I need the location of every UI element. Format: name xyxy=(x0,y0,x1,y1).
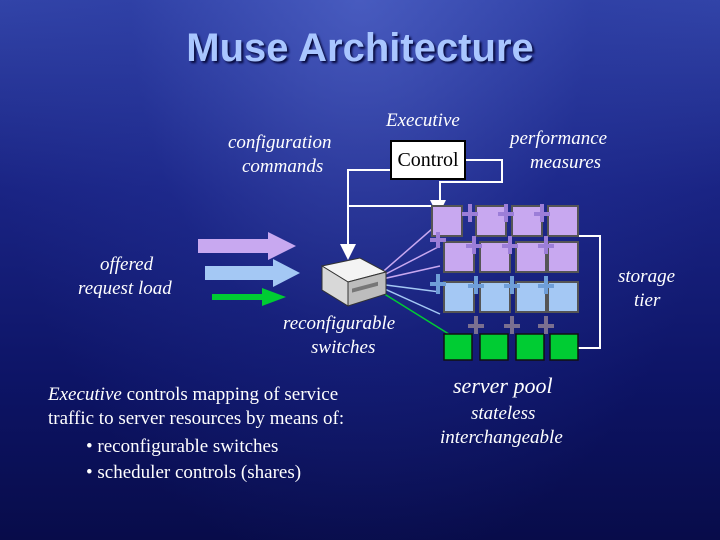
description-line1-rest: controls mapping of service xyxy=(121,384,339,405)
server-row-1 xyxy=(431,205,579,237)
executive-label: Executive xyxy=(386,110,460,131)
performance-line xyxy=(439,159,503,216)
description-bullet-2: • scheduler controls (shares) xyxy=(86,462,302,483)
switch-fanout-lines xyxy=(377,221,453,337)
slide-title: Muse Architecture xyxy=(186,26,534,70)
control-to-grid-line xyxy=(348,200,446,216)
blue-arrow xyxy=(205,259,300,287)
reconfigurable-switches-line2: switches xyxy=(311,337,376,358)
server-pool-line2: interchangeable xyxy=(440,427,563,448)
server-row-2 xyxy=(443,241,579,273)
offered-request-load-line2: request load xyxy=(78,278,172,299)
description-bullet-1: • reconfigurable switches xyxy=(86,436,279,457)
control-label: Control xyxy=(397,148,459,171)
description-executive-word: Executive xyxy=(48,384,122,405)
config-commands-line1: configuration xyxy=(228,132,332,153)
grid-connectors xyxy=(430,204,554,334)
server-pool-line1: stateless xyxy=(471,403,536,424)
server-row-4 xyxy=(443,333,579,361)
server-grid xyxy=(430,204,579,361)
storage-tier-line1: storage xyxy=(618,266,675,287)
violet-arrow xyxy=(198,232,296,260)
reconfigurable-switches-line1: reconfigurable xyxy=(283,313,396,334)
network-switch-icon xyxy=(320,257,388,307)
storage-tier-bracket xyxy=(578,235,601,349)
performance-measures-line1: performance xyxy=(510,128,608,149)
performance-measures-line2: measures xyxy=(530,152,602,173)
description-line1: Executive controls mapping of service xyxy=(48,384,338,406)
config-commands-line2: commands xyxy=(242,156,324,177)
server-pool-title: server pool xyxy=(453,373,553,398)
config-command-line xyxy=(340,169,390,260)
description-line2: traffic to server resources by means of: xyxy=(48,408,345,429)
storage-tier-line2: tier xyxy=(634,290,661,311)
green-arrow xyxy=(212,288,286,306)
control-box: Control xyxy=(390,140,466,180)
offered-request-load-line1: offered xyxy=(100,254,154,275)
